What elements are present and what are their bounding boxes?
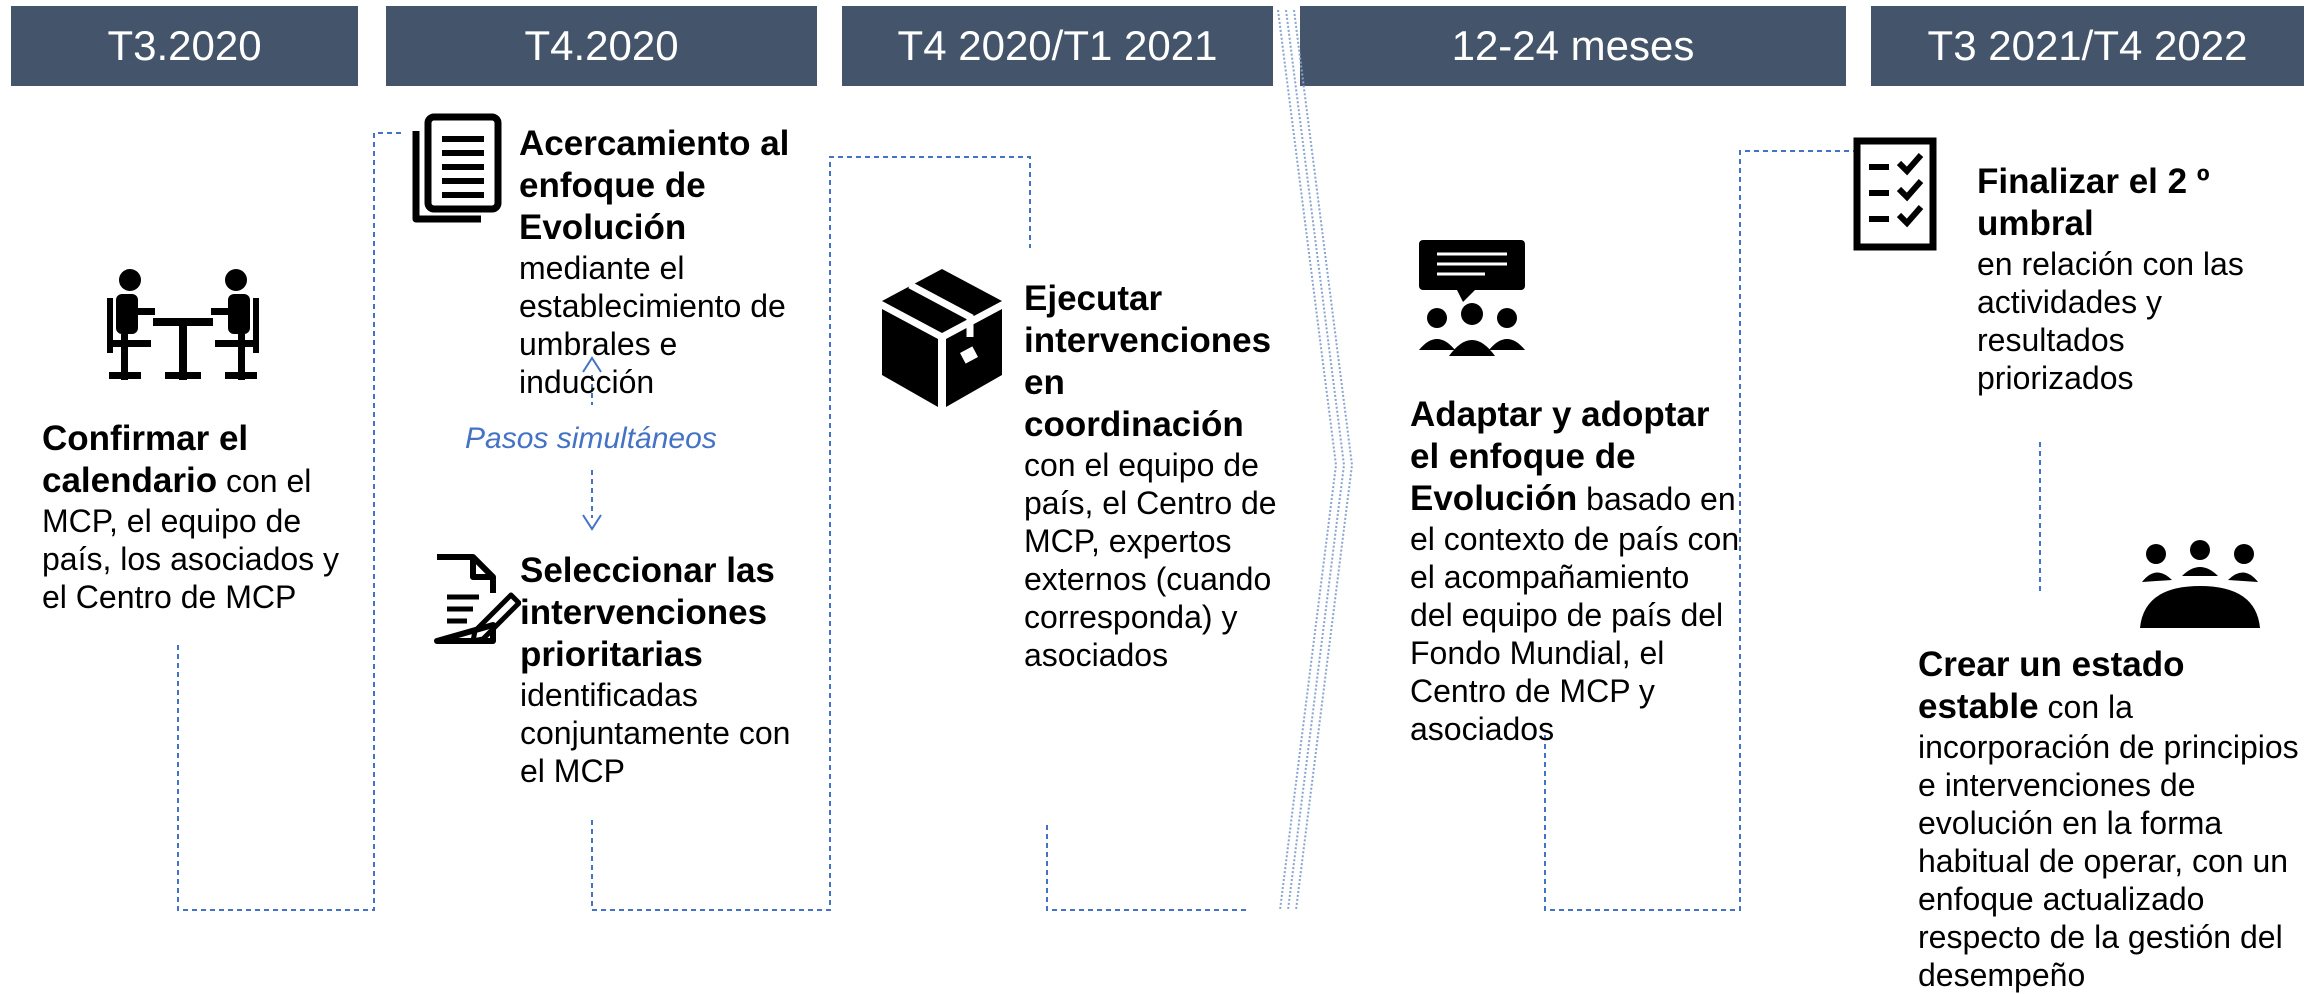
step-approach: Acercamiento al enfoque de Evolución med… <box>519 123 819 401</box>
step-adapt-title: Adaptar y adoptar el enfoque de Evolució… <box>1410 395 1710 518</box>
step-confirm-title: Confirmar el calendario <box>42 419 249 500</box>
header-t3-2020: T3.2020 <box>11 6 358 86</box>
checklist-icon <box>1853 137 1937 251</box>
presentation-icon <box>1419 240 1525 356</box>
step-select-title: Seleccionar las intervenciones prioritar… <box>520 551 775 674</box>
step-execute-title: Ejecutar intervenciones en coordinación <box>1024 279 1272 444</box>
step-stable: Crear un estado estable con la incorpora… <box>1918 644 2303 994</box>
step-adapt: Adaptar y adoptar el enfoque de Evolució… <box>1410 394 1740 748</box>
team-icon <box>2140 540 2260 628</box>
step-select: Seleccionar las intervenciones prioritar… <box>520 550 810 790</box>
step-execute-text: con el equipo de país, el Centro de MCP,… <box>1024 447 1277 673</box>
step-adapt-text: basado en el contexto de país con el aco… <box>1410 481 1740 747</box>
step-select-text: identificadas conjuntamente con el MCP <box>520 677 791 789</box>
step-confirm: Confirmar el calendario con el MCP, el e… <box>42 418 352 616</box>
header-t3-2021-t4-2022: T3 2021/T4 2022 <box>1871 6 2304 86</box>
edit-document-icon <box>434 554 521 644</box>
step-finalize-title: Finalizar el 2 º umbral <box>1977 162 2210 243</box>
step-stable-title: Crear un estado estable <box>1918 645 2185 726</box>
step-finalize: Finalizar el 2 º umbral en relación con … <box>1977 161 2247 397</box>
header-t4-2020-t1-2021: T4 2020/T1 2021 <box>842 6 1273 86</box>
step-approach-title: Acercamiento al enfoque de Evolución <box>519 124 790 247</box>
box-icon <box>882 269 1002 407</box>
header-t4-2020: T4.2020 <box>386 6 817 86</box>
header-12-24-meses: 12-24 meses <box>1300 6 1846 86</box>
meeting-icon <box>107 269 259 380</box>
step-execute: Ejecutar intervenciones en coordinación … <box>1024 278 1289 674</box>
step-confirm-text: con el MCP, el equipo de país, los asoci… <box>42 463 340 615</box>
step-stable-text: con la incorporación de principios e int… <box>1918 689 2299 993</box>
simultaneous-steps-note: Pasos simultáneos <box>465 422 717 455</box>
step-finalize-text: en relación con las actividades y result… <box>1977 246 2244 396</box>
documents-icon <box>412 113 502 223</box>
step-approach-text: mediante el establecimiento de umbrales … <box>519 250 786 400</box>
